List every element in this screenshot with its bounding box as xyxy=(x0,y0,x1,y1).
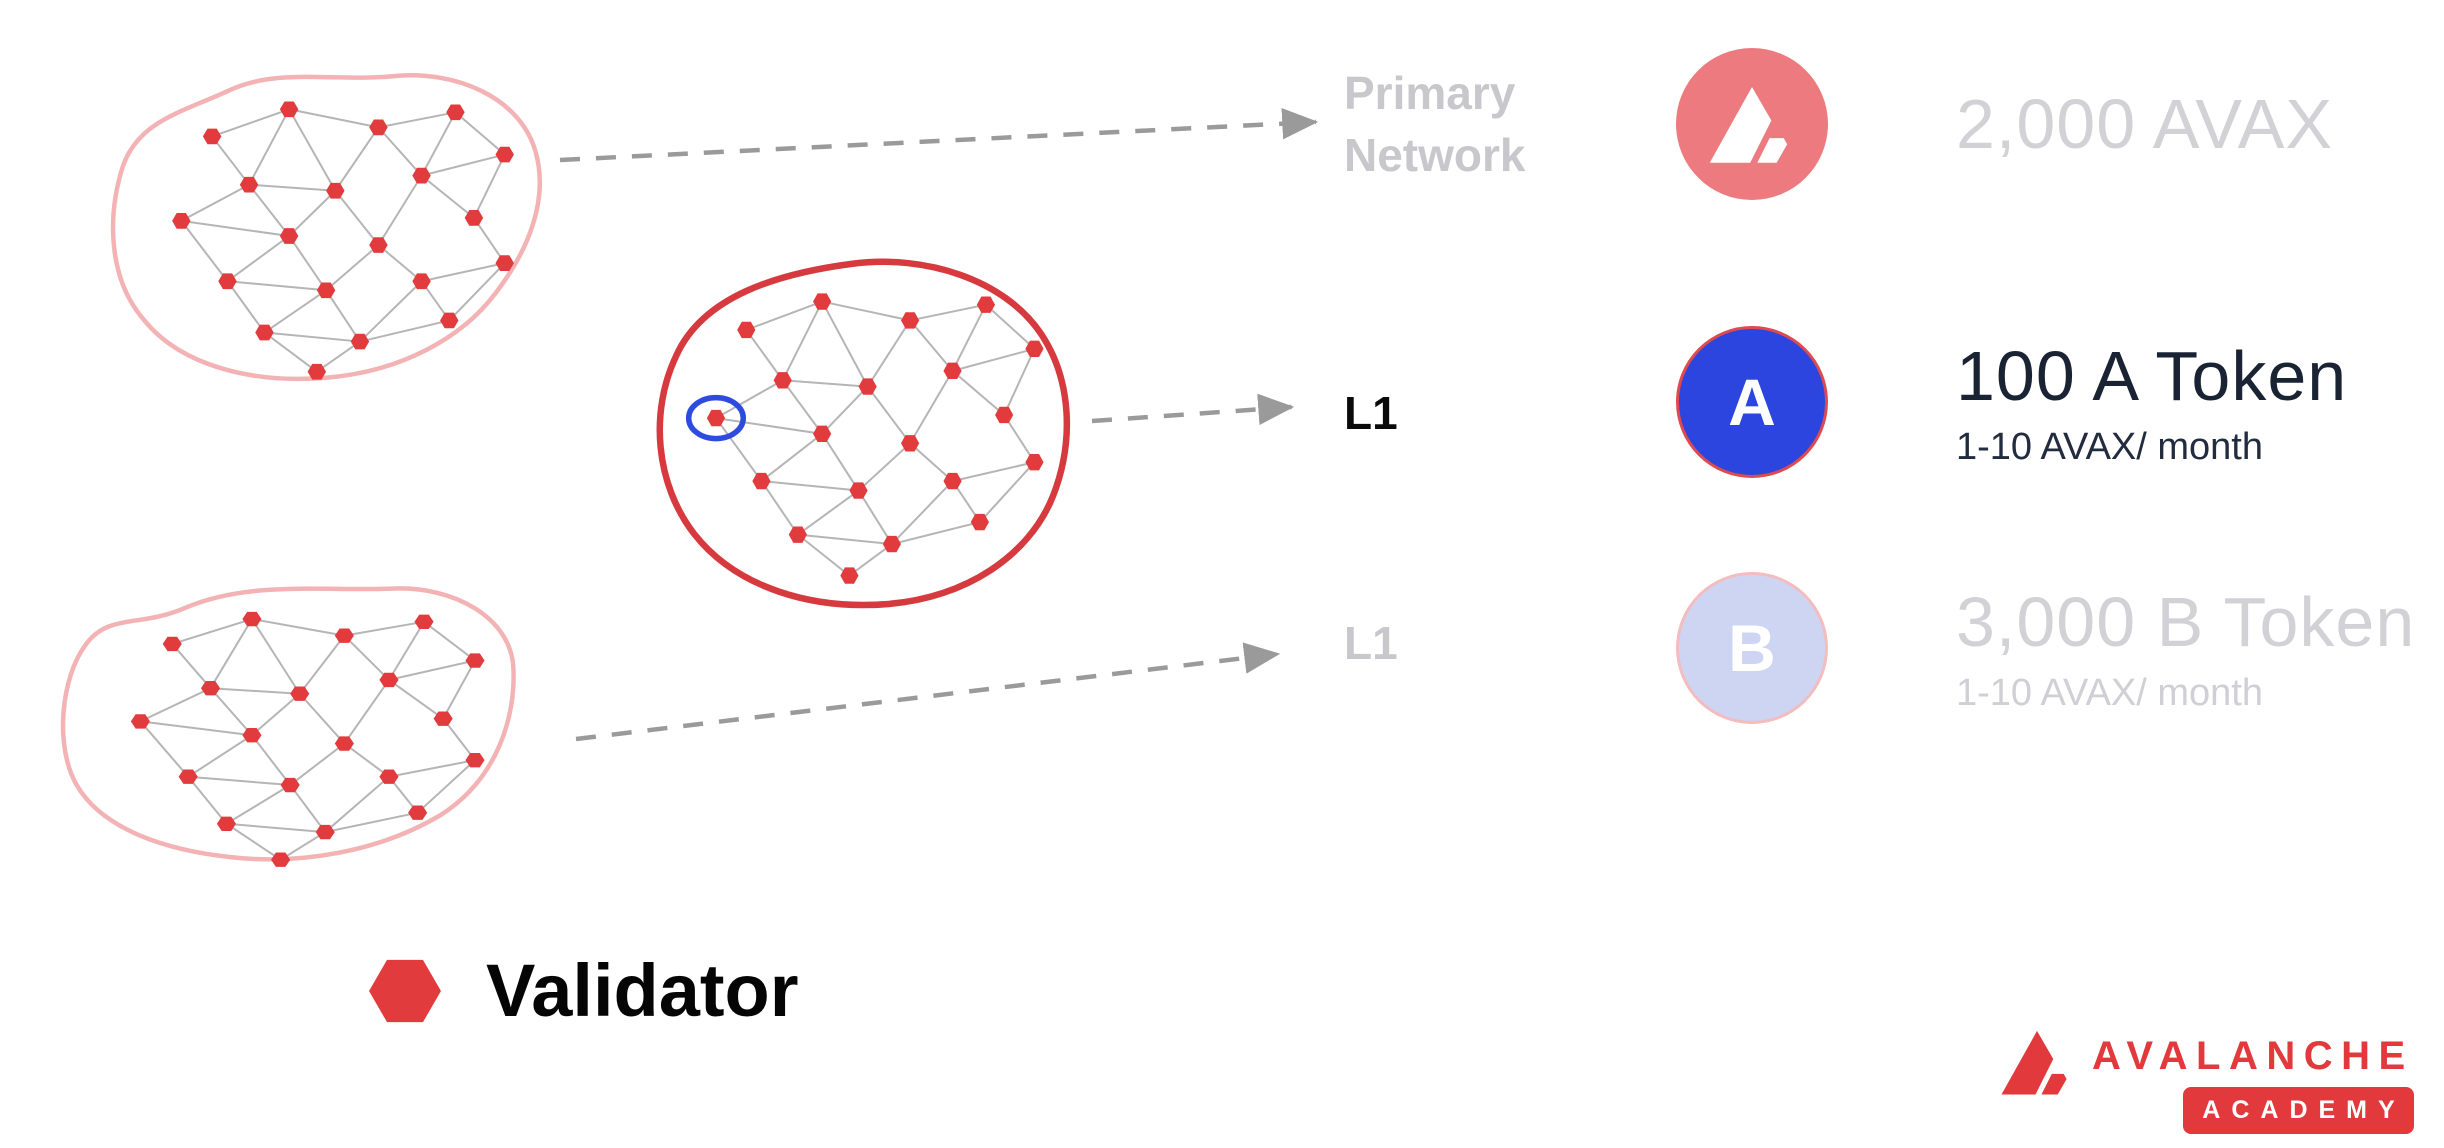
validator-legend: Validator xyxy=(366,948,799,1033)
avalanche-academy-logo: AVALANCHE ACADEMY xyxy=(2000,1028,2414,1134)
label-primary-network: Primary Network xyxy=(1344,67,1526,182)
brand-name: AVALANCHE xyxy=(2092,1034,2414,1078)
brand-academy-badge: ACADEMY xyxy=(2183,1087,2414,1134)
validator-hexagon-icon xyxy=(369,959,441,1022)
brand-text-block: AVALANCHE ACADEMY xyxy=(2092,1028,2414,1134)
cost-row-avax: 2,000 AVAX xyxy=(1676,48,2333,200)
cost-row-token-a: A 100 A Token 1-10 AVAX/ month xyxy=(1676,326,2347,478)
token-a-icon: A xyxy=(1676,326,1828,478)
network-primary xyxy=(92,58,554,420)
network-l1-faded xyxy=(48,572,526,904)
label-l1-faded: L1 xyxy=(1344,617,1398,669)
token-b-letter: B xyxy=(1728,611,1776,685)
cost-subtitle-token-b: 1-10 AVAX/ month xyxy=(1956,671,2263,714)
cost-amount-token-a: 100 A Token xyxy=(1956,336,2348,415)
label-l1-active: L1 xyxy=(1344,387,1398,439)
avalanche-mark-icon xyxy=(2001,1030,2067,1095)
token-b-text: 3,000 B Token 1-10 AVAX/ month xyxy=(1956,582,2415,715)
cost-row-token-b: B 3,000 B Token 1-10 AVAX/ month xyxy=(1676,572,2415,724)
validator-label: Validator xyxy=(486,949,799,1032)
token-a-text: 100 A Token 1-10 AVAX/ month xyxy=(1956,336,2347,469)
cost-amount-avax: 2,000 AVAX xyxy=(1956,85,2334,163)
token-b-icon: B xyxy=(1676,572,1828,724)
avalanche-triangle-icon xyxy=(1709,87,1788,163)
avalanche-logo-icon xyxy=(1676,48,1828,200)
token-a-letter: A xyxy=(1728,365,1776,439)
cost-amount-token-b: 3,000 B Token xyxy=(1956,582,2416,661)
cost-subtitle-token-a: 1-10 AVAX/ month xyxy=(1956,425,2263,468)
network-l1-highlighted xyxy=(628,248,1083,626)
